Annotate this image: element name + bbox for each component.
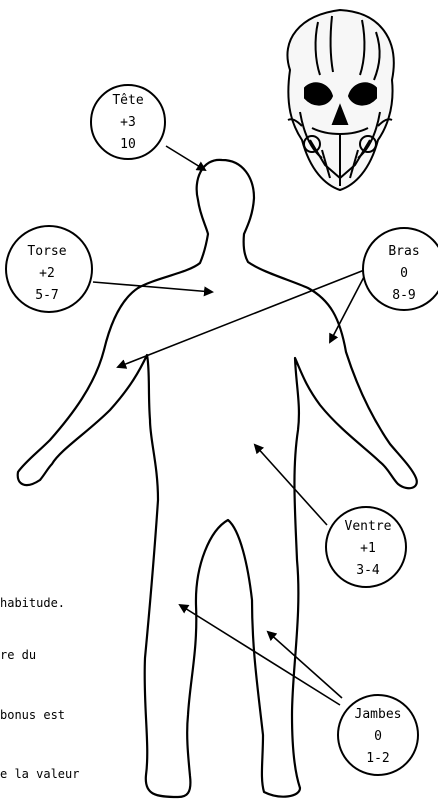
robot-skull-icon: [287, 10, 393, 190]
pointer-arrows: [93, 146, 372, 705]
zone-range: 1-2: [366, 751, 389, 766]
arrow-jambes-left: [180, 605, 340, 705]
zone-name: Jambes: [355, 707, 402, 722]
zone-name: Tête: [112, 93, 143, 108]
zone-range: 8-9: [392, 288, 415, 303]
zone-bonus: 0: [374, 729, 382, 744]
zone-label-ventre: Ventre +1 3-4: [326, 507, 406, 587]
side-text-line-4: e la valeur: [0, 767, 79, 781]
arrow-bras-left: [118, 267, 372, 367]
side-text-line-2: re du: [0, 648, 36, 662]
arrow-jambes-right: [268, 632, 342, 698]
zone-name: Bras: [388, 244, 419, 259]
zone-label-tete: Tête +3 10: [91, 85, 165, 159]
zone-range: 5-7: [35, 288, 58, 303]
arrow-bras-right: [330, 275, 365, 342]
zone-bonus: +1: [360, 541, 376, 556]
zone-range: 3-4: [356, 563, 380, 578]
arrow-torse: [93, 282, 212, 292]
zone-name: Torse: [27, 244, 66, 259]
side-text-line-1: habitude.: [0, 596, 65, 610]
arrow-tete: [166, 146, 205, 170]
zone-bonus: +3: [120, 115, 136, 130]
arrow-ventre: [255, 445, 327, 525]
zone-label-torse: Torse +2 5-7: [6, 226, 92, 312]
zone-name: Ventre: [345, 519, 392, 534]
zone-label-jambes: Jambes 0 1-2: [338, 695, 418, 775]
zone-bonus: +2: [39, 266, 55, 281]
side-text-line-3: bonus est: [0, 708, 65, 722]
zone-bonus: 0: [400, 266, 408, 281]
zone-range: 10: [120, 137, 136, 152]
zone-label-bras: Bras 0 8-9: [363, 228, 438, 310]
